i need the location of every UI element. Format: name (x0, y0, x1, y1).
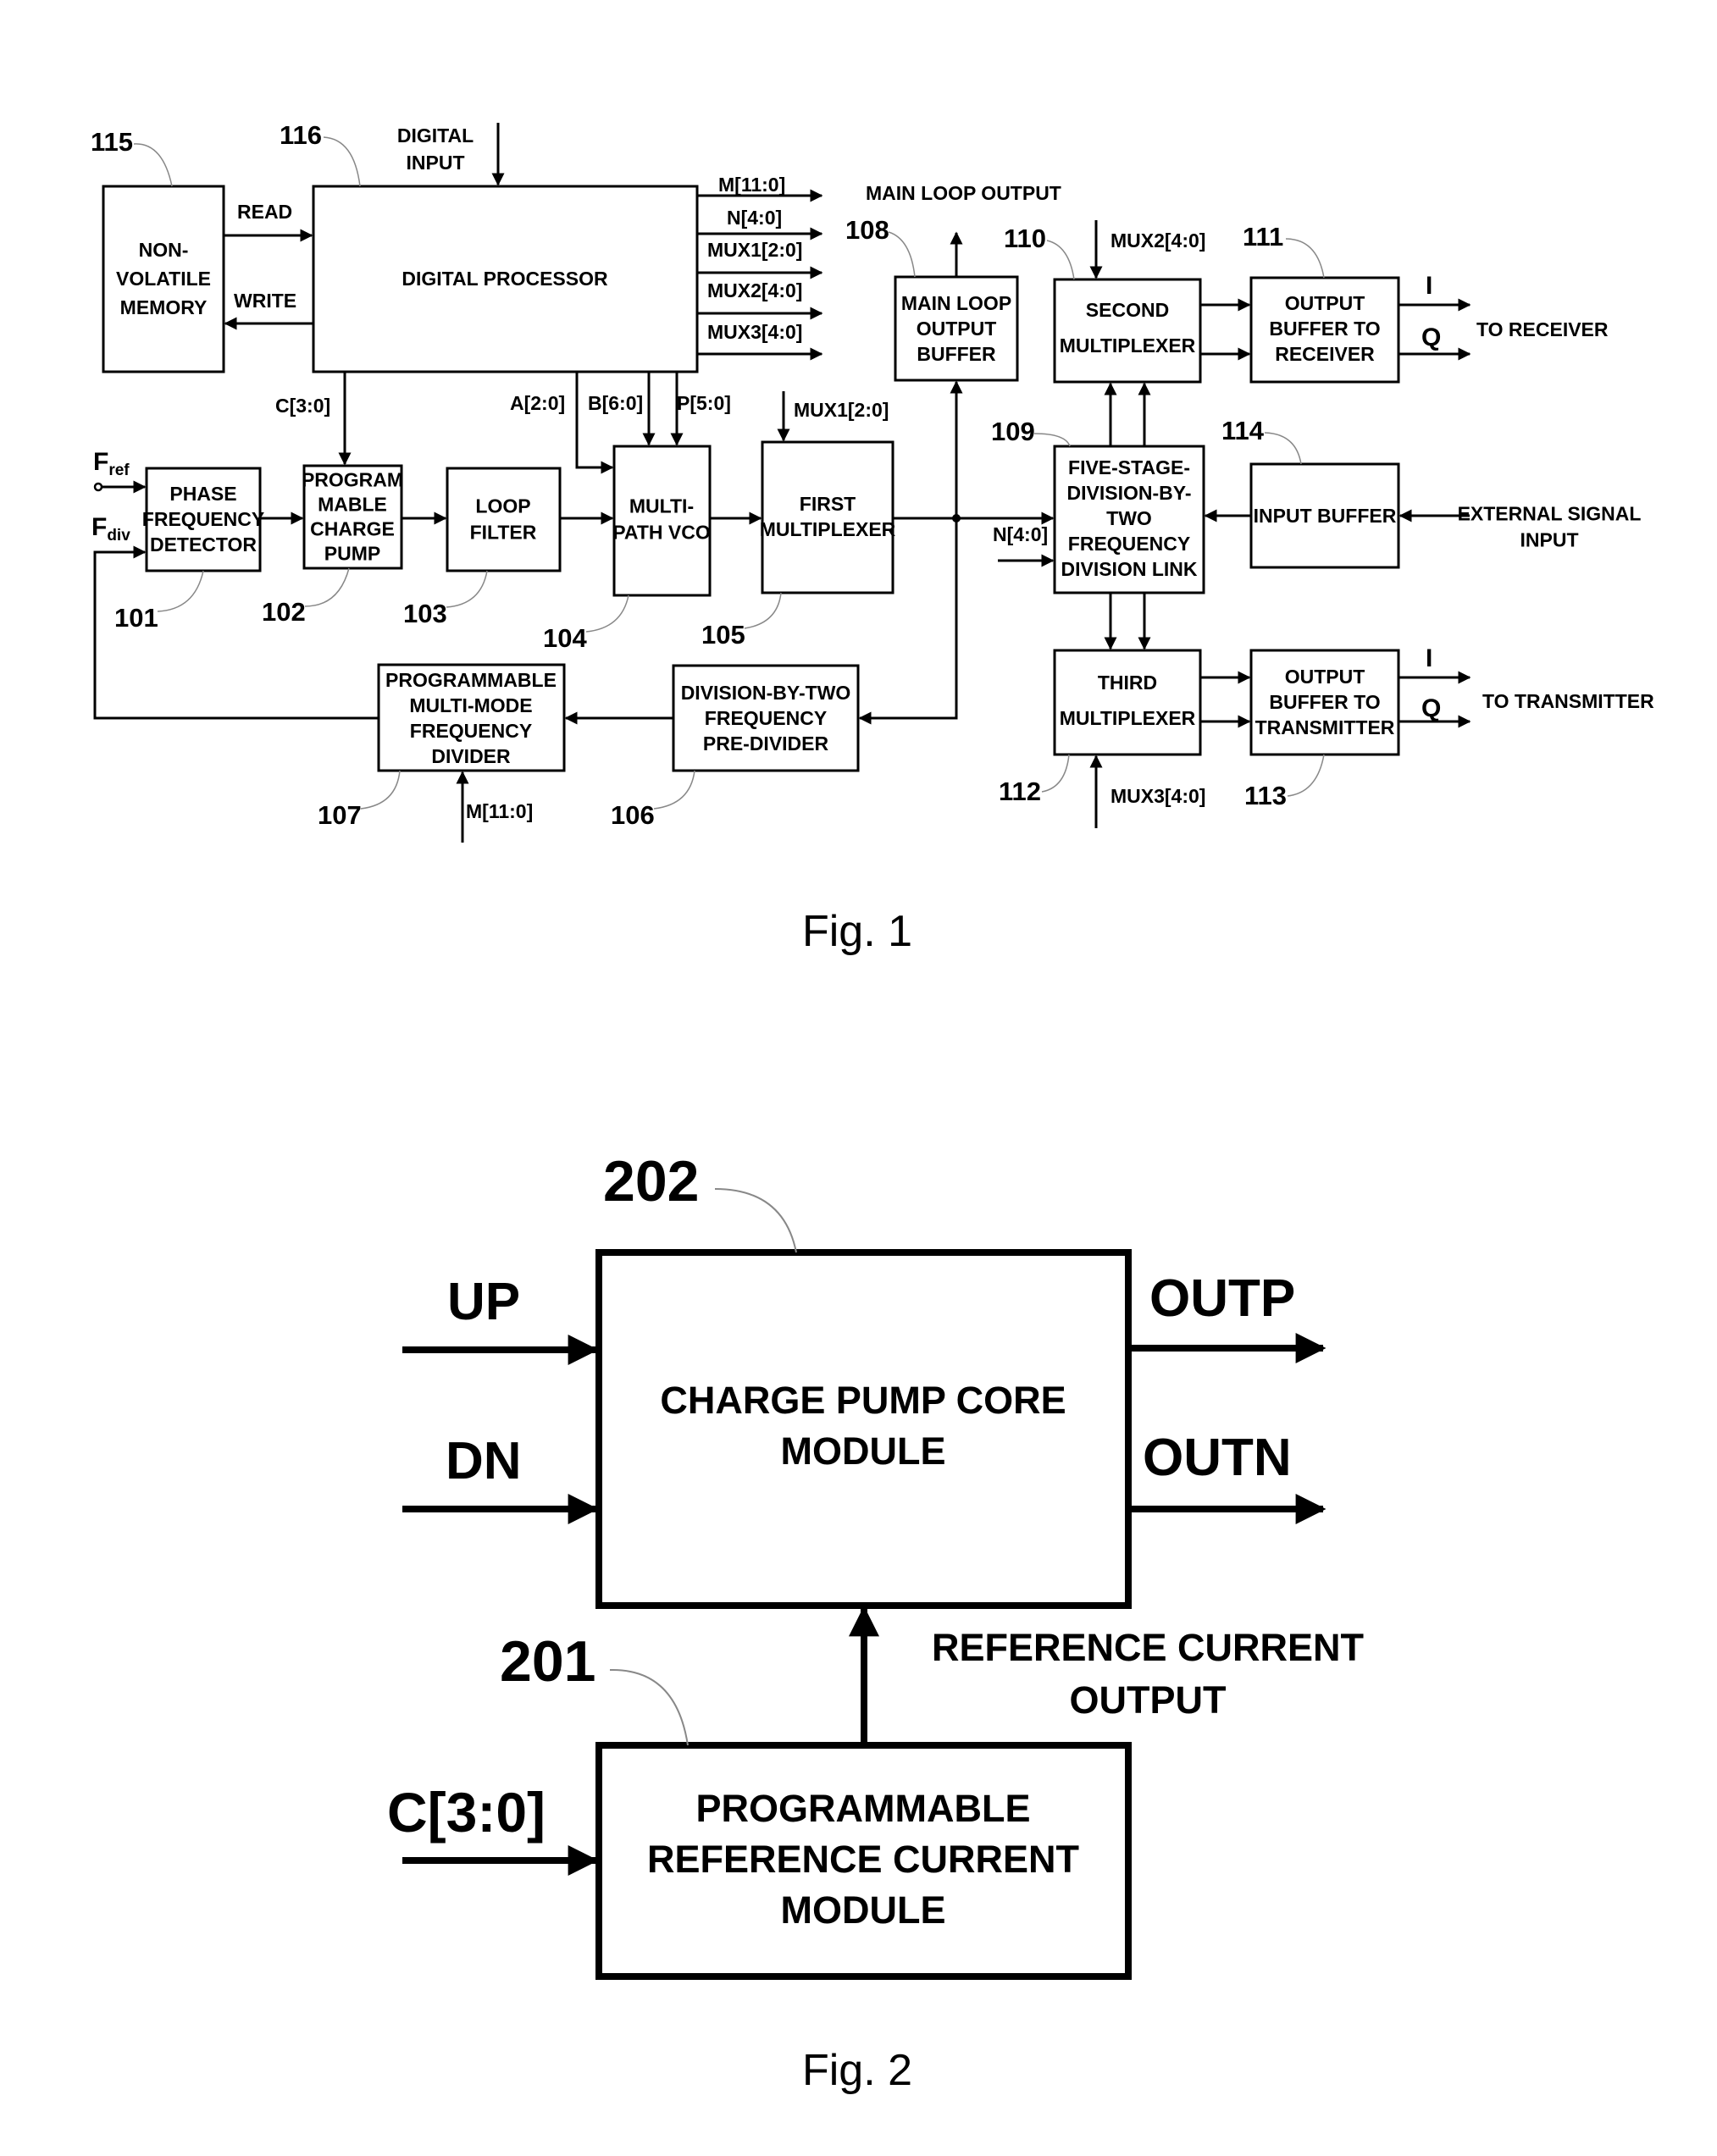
rx-q-label: Q (1421, 323, 1441, 351)
ref-114: 114 (1221, 416, 1265, 445)
output-buffer-to-receiver-block: OUTPUTBUFFER TORECEIVER (1251, 278, 1399, 382)
b-bus-label: B[6:0] (588, 392, 643, 414)
to-receiver-label: TO RECEIVER (1476, 318, 1609, 340)
rx-i-label: I (1426, 272, 1432, 300)
division-by-two-pre-divider-block: DIVISION-BY-TWOFREQUENCYPRE-DIVIDER (673, 666, 858, 771)
charge-pump-block: PROGRAMMABLECHARGEPUMP (302, 466, 403, 568)
ref-113: 113 (1244, 781, 1287, 810)
mux1-control-label: MUX1[2:0] (794, 399, 889, 421)
third-multiplexer-block: THIRDMULTIPLEXER (1055, 650, 1200, 755)
c-input-label: C[3:0] (387, 1781, 546, 1844)
n-bus-label: N[4:0] (727, 207, 782, 229)
outn-label: OUTN (1143, 1429, 1292, 1487)
mux2-control-label: MUX2[4:0] (1111, 229, 1205, 252)
mux3-control-label: MUX3[4:0] (1111, 785, 1205, 807)
c-bus-label: C[3:0] (275, 395, 330, 417)
figure-1-caption: Fig. 1 (802, 907, 912, 956)
ref-101: 101 (114, 603, 158, 633)
ref-111: 111 (1243, 222, 1283, 252)
ref-108: 108 (845, 215, 889, 245)
dn-label: DN (446, 1432, 522, 1490)
mux1-bus-label: MUX1[2:0] (707, 239, 802, 261)
main-loop-output-label: MAIN LOOP OUTPUT (866, 182, 1061, 204)
ref-106: 106 (611, 800, 655, 830)
second-multiplexer-block: SECONDMULTIPLEXER (1055, 279, 1200, 382)
read-label: READ (237, 201, 292, 223)
figure-1: NON-VOLATILEMEMORY DIGITAL PROCESSOR PHA… (91, 120, 1654, 956)
ref-201: 201 (500, 1629, 595, 1694)
figure-2: CHARGE PUMP COREMODULE PROGRAMMABLEREFER… (387, 1149, 1364, 2095)
ref-115: 115 (91, 127, 133, 157)
output-buffer-to-transmitter-block: OUTPUTBUFFER TOTRANSMITTER (1251, 650, 1399, 755)
ref-112: 112 (999, 777, 1041, 806)
tx-q-label: Q (1421, 694, 1441, 722)
digital-input-label: DIGITALINPUT (397, 124, 474, 174)
programmable-multi-mode-divider-block: PROGRAMMABLEMULTI-MODEFREQUENCYDIVIDER (379, 665, 564, 771)
ref-109: 109 (991, 417, 1035, 446)
ref-102: 102 (262, 597, 306, 627)
non-volatile-memory-block: NON-VOLATILEMEMORY (103, 186, 224, 372)
outp-label: OUTP (1149, 1269, 1295, 1328)
ref-202: 202 (603, 1149, 699, 1213)
reference-current-output-label: REFERENCE CURRENTOUTPUT (932, 1626, 1364, 1722)
output-buffer-to-receiver-label: OUTPUTBUFFER TORECEIVER (1269, 292, 1380, 365)
m-input-label: M[11:0] (466, 800, 533, 822)
mux3-bus-label: MUX3[4:0] (707, 321, 802, 343)
figure-2-caption: Fig. 2 (802, 2046, 912, 2095)
tx-i-label: I (1426, 644, 1432, 672)
write-label: WRITE (234, 290, 296, 312)
main-loop-output-buffer-label: MAIN LOOPOUTPUTBUFFER (901, 292, 1011, 365)
input-buffer-block: INPUT BUFFER (1251, 464, 1399, 567)
f-ref-label: Fref (93, 448, 130, 479)
digital-processor-block: DIGITAL PROCESSOR (313, 186, 697, 372)
ref-104: 104 (543, 623, 587, 653)
n-input-label: N[4:0] (993, 523, 1048, 545)
programmable-reference-current-module-block: PROGRAMMABLEREFERENCE CURRENTMODULE (599, 1745, 1128, 1976)
up-label: UP (447, 1273, 520, 1331)
p-bus-label: P[5:0] (677, 392, 731, 414)
multi-path-vco-block: MULTI-PATH VCO (612, 446, 710, 595)
division-by-two-pre-divider-label: DIVISION-BY-TWOFREQUENCYPRE-DIVIDER (681, 682, 851, 755)
a-bus-label: A[2:0] (510, 392, 565, 414)
external-signal-input-label: EXTERNAL SIGNALINPUT (1458, 503, 1642, 551)
ref-105: 105 (701, 620, 745, 650)
first-multiplexer-block: FIRSTMULTIPLEXER (760, 442, 896, 593)
ref-116: 116 (280, 120, 322, 150)
charge-pump-core-module-block: CHARGE PUMP COREMODULE (599, 1252, 1128, 1606)
loop-filter-block: LOOPFILTER (447, 468, 560, 571)
phase-frequency-detector-block: PHASEFREQUENCYDETECTOR (142, 468, 264, 571)
mux2-bus-label: MUX2[4:0] (707, 279, 802, 301)
ref-107: 107 (318, 800, 362, 830)
main-loop-output-buffer-block: MAIN LOOPOUTPUTBUFFER (895, 277, 1017, 380)
digital-processor-label: DIGITAL PROCESSOR (402, 268, 608, 290)
f-div-label: Fdiv (91, 513, 130, 545)
ref-110: 110 (1004, 224, 1046, 253)
input-buffer-label: INPUT BUFFER (1254, 505, 1397, 527)
ref-103: 103 (403, 599, 447, 628)
m-bus-label: M[11:0] (718, 174, 785, 196)
five-stage-division-link-block: FIVE-STAGE-DIVISION-BY-TWOFREQUENCYDIVIS… (1055, 446, 1204, 593)
to-transmitter-label: TO TRANSMITTER (1482, 690, 1654, 712)
